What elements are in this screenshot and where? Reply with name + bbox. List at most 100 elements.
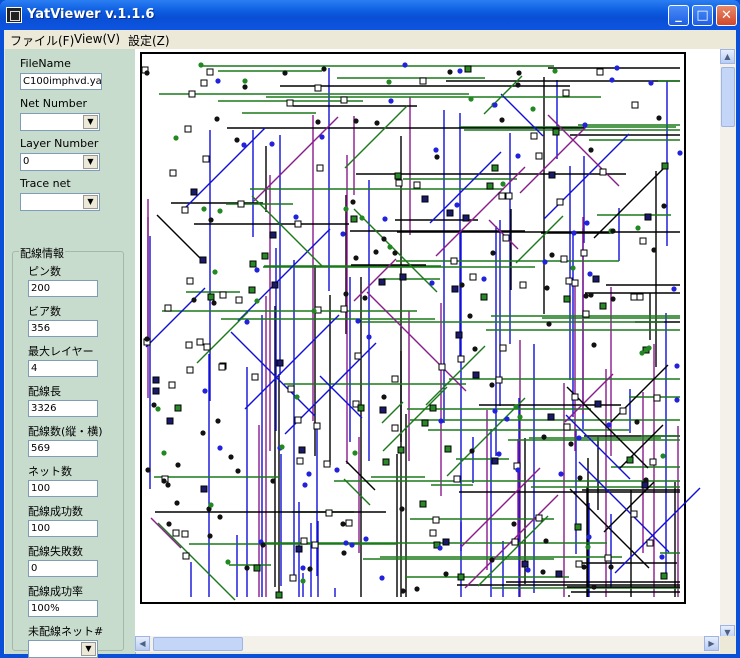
chevron-down-icon[interactable]: ▼ [81,642,96,656]
trace-net-select[interactable]: ▼ [20,193,100,211]
pin-pad [186,277,194,285]
pin-pad [382,458,390,466]
pin-pad [184,125,192,133]
menu-view[interactable]: View(V) [74,32,121,46]
trace-diagonal [157,522,236,601]
via [235,468,241,474]
via [588,292,594,298]
via-count-label: ビア数 [28,305,61,318]
via [343,291,349,297]
layer-number-select[interactable]: 0▼ [20,153,100,171]
pin-pad [604,554,612,562]
pin-pad [152,376,160,384]
via [241,142,247,148]
via [382,216,388,222]
trace-diagonal [515,215,564,264]
pin-pad [644,213,652,221]
pin-pad [499,344,507,352]
vertical-scrollbar[interactable]: ▲ ▼ [720,49,736,640]
pin-count-field[interactable]: 200 [28,280,98,297]
horizontal-scrollbar[interactable]: ◀ ▶ [135,636,720,652]
via [334,467,340,473]
routing-success-field[interactable]: 100 [28,520,98,537]
via [208,502,214,508]
routing-failure-field[interactable]: 0 [28,560,98,577]
via [588,147,594,153]
app-icon[interactable] [6,7,22,23]
horizontal-scroll-thumb[interactable] [153,637,243,651]
pin-pad [295,545,303,553]
filename-field[interactable]: C100imphvd.ya [20,73,102,90]
menu-file[interactable]: ファイル(F) [10,34,75,48]
pin-pad [562,89,570,97]
trace-diagonal [614,487,701,574]
max-layer-field[interactable]: 4 [28,360,98,377]
pin-pad [498,192,506,200]
via [206,506,212,512]
pin-pad [172,529,180,537]
via [492,102,498,108]
maximize-button[interactable]: □ [692,5,713,26]
wire-length-field[interactable]: 3326 [28,400,98,417]
chevron-down-icon[interactable]: ▼ [83,115,98,129]
pin-count-label: ピン数 [28,265,61,278]
pin-pad [556,198,564,206]
via [467,313,473,319]
pin-pad [571,393,579,401]
via [212,269,218,275]
via [586,534,592,540]
pin-pad [444,445,452,453]
close-button[interactable]: ✕ [716,5,737,26]
via [165,482,171,488]
via [443,571,449,577]
scroll-up-icon[interactable]: ▲ [720,49,735,64]
net-number-select[interactable]: ▼ [20,113,100,131]
pin-pad [190,188,198,196]
via-count-field[interactable]: 356 [28,320,98,337]
pin-pad [378,278,386,286]
chevron-down-icon[interactable]: ▼ [83,155,98,169]
via [207,533,213,539]
via [541,434,547,440]
via [489,557,495,563]
unrouted-net-select[interactable]: ▼ [28,640,98,658]
routing-canvas[interactable] [135,49,720,640]
pin-pad [661,162,669,170]
via [173,135,179,141]
via [635,225,641,231]
pin-pad [419,77,427,85]
via [144,336,150,342]
routing-board[interactable] [135,49,720,636]
minimize-button[interactable]: _ [668,5,689,26]
trace-diagonal [618,424,664,470]
pin-pad [323,460,331,468]
net-count-field[interactable]: 100 [28,480,98,497]
trace-diagonal [319,375,363,419]
scroll-right-icon[interactable]: ▶ [704,636,719,651]
trace-diagonal [196,311,249,364]
title-bar[interactable]: YatViewer v.1.1.6 _ □ ✕ [0,0,740,30]
via [366,334,372,340]
pin-pad [379,406,387,414]
chevron-down-icon[interactable]: ▼ [83,195,98,209]
via [504,416,510,422]
pin-pad [206,68,214,76]
via [651,247,657,253]
wire-count-field[interactable]: 569 [28,440,98,457]
trace-diagonal [565,414,631,480]
scroll-left-icon[interactable]: ◀ [135,636,150,651]
pin-pad [298,446,306,454]
max-layer-label: 最大レイヤー [28,345,94,358]
pin-pad [580,249,588,257]
via [201,206,207,212]
pin-pad [653,394,661,402]
via [587,271,593,277]
success-rate-field[interactable]: 100% [28,600,98,617]
via [191,297,197,303]
via [225,559,231,565]
menu-settings[interactable]: 設定(Z) [128,34,170,48]
pin-pad [457,355,465,363]
pin-pad [575,560,583,568]
vertical-scroll-thumb[interactable] [721,67,735,127]
via [311,308,317,314]
